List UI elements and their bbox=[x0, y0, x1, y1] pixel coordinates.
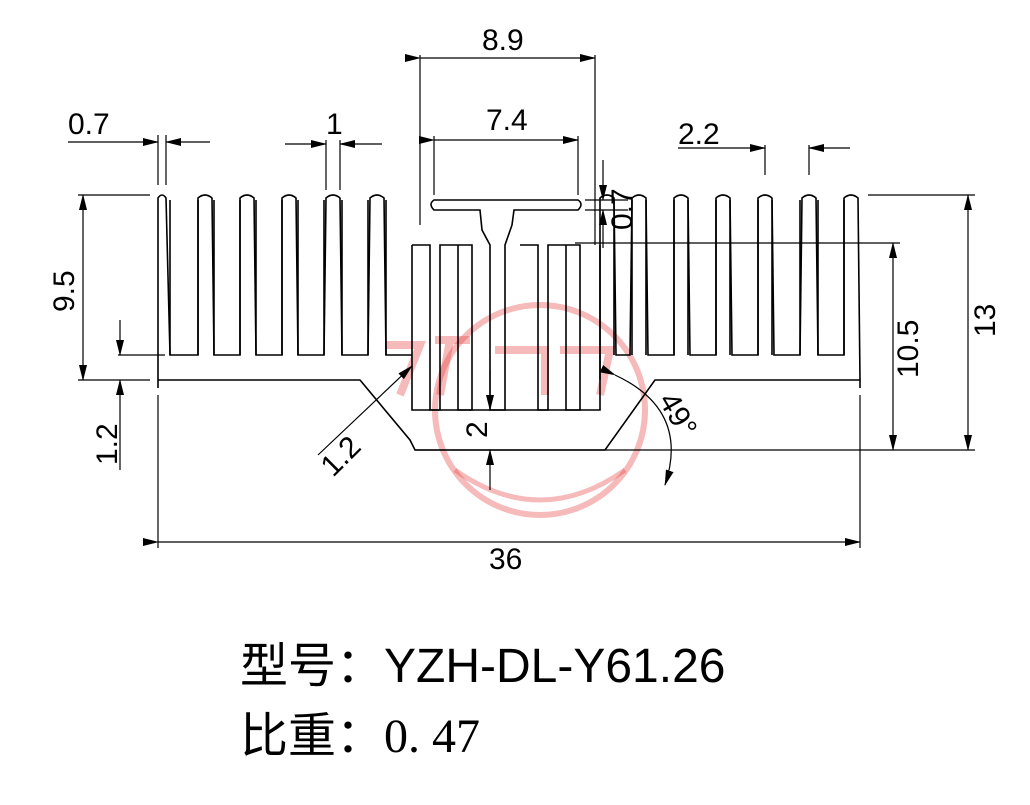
model-label: 型号： bbox=[240, 638, 385, 694]
gravity-label: 比重： bbox=[240, 708, 385, 764]
dim-1: 1 bbox=[326, 108, 343, 141]
dim-0-7-right: 0.7 bbox=[606, 188, 639, 230]
dimension-lines bbox=[68, 54, 975, 548]
dim-36: 36 bbox=[489, 543, 522, 576]
dim-angle: 49° bbox=[652, 387, 703, 443]
model-value: YZH-DL-Y61.26 bbox=[384, 640, 726, 693]
dim-1-2-diag: 1.2 bbox=[315, 430, 368, 483]
dim-2-2: 2.2 bbox=[678, 118, 720, 151]
dim-9-5: 9.5 bbox=[48, 270, 81, 312]
dim-8-9: 8.9 bbox=[482, 24, 524, 57]
dim-0-7-left: 0.7 bbox=[68, 108, 110, 141]
dim-1-2-left: 1.2 bbox=[91, 423, 124, 465]
dim-10-5: 10.5 bbox=[892, 320, 925, 378]
dim-13: 13 bbox=[969, 304, 1002, 337]
gravity-value: 0. 47 bbox=[384, 710, 481, 763]
gravity-caption: 比重：0. 47 bbox=[240, 696, 480, 766]
dim-7-4: 7.4 bbox=[486, 104, 528, 137]
dimension-labels: 8.9 7.4 0.7 1 2.2 0.7 9.5 1.2 1.2 2 10.5… bbox=[48, 24, 1002, 576]
model-caption: 型号：YZH-DL-Y61.26 bbox=[240, 626, 725, 696]
dim-2: 2 bbox=[461, 421, 494, 438]
heatsink-profile bbox=[157, 194, 861, 451]
